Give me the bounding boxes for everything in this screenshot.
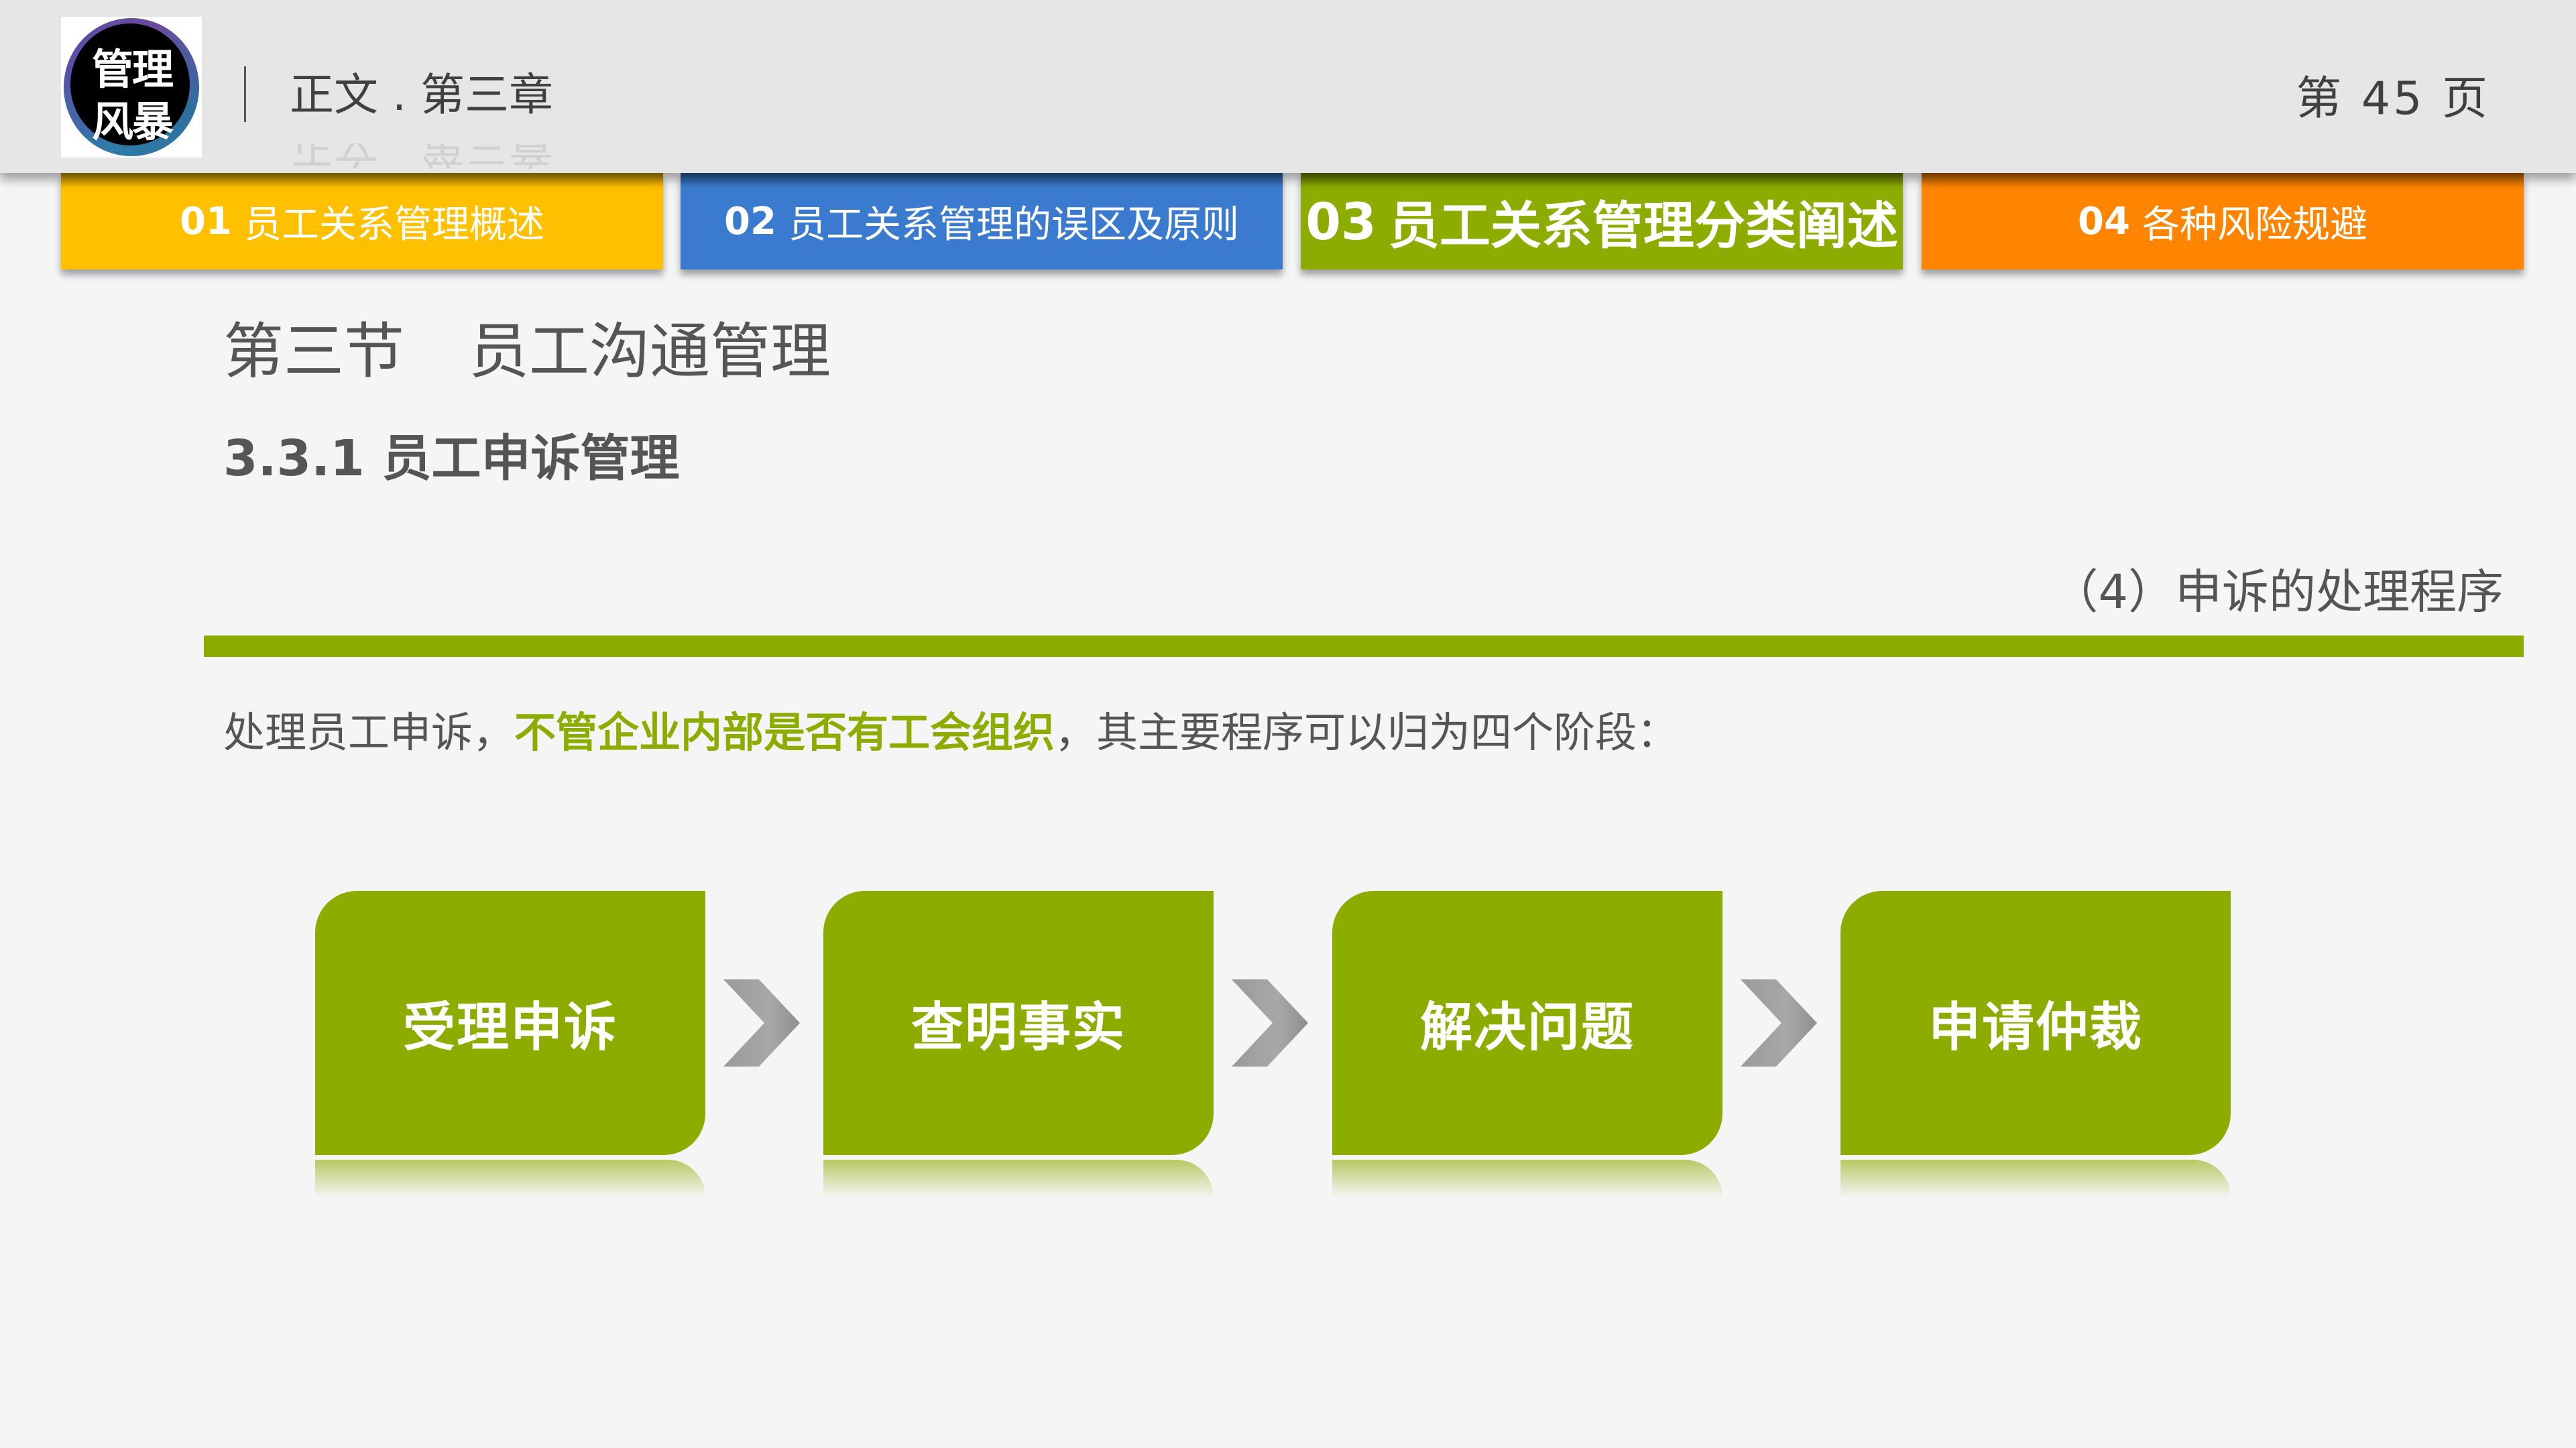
chevron-right-icon: [1741, 979, 1817, 1067]
process-step-2: 查明事实: [823, 891, 1214, 1155]
intro-highlight: 不管企业内部是否有工会组织: [514, 708, 1055, 757]
logo-line-1: 管理: [91, 45, 174, 94]
logo-text: 管理 风暴: [85, 44, 179, 148]
chevron-right-icon: [723, 979, 800, 1067]
process-step-4-reflection: [1840, 1160, 2231, 1197]
chevron-right-icon: [1232, 979, 1308, 1067]
section-title: 第三节员工沟通管理: [223, 315, 831, 389]
tab-03[interactable]: 03 员工关系管理分类阐述: [1301, 173, 1903, 269]
step-heading: （4）申诉的处理程序: [2051, 564, 2504, 619]
tab-01[interactable]: 01 员工关系管理概述: [61, 173, 663, 269]
tab-number: 01: [180, 199, 232, 243]
tab-02[interactable]: 02 员工关系管理的误区及原则: [681, 173, 1283, 269]
tab-label: 员工关系管理分类阐述: [1388, 196, 1898, 255]
chapter-title-reflection: 正文 . 第三章: [290, 143, 553, 172]
process-step-4: 申请仲裁: [1840, 891, 2231, 1155]
process-step-3-reflection: [1332, 1160, 1722, 1197]
accent-divider-bar: [204, 636, 2524, 657]
tab-number: 03: [1305, 191, 1377, 251]
section-name: 员工沟通管理: [469, 316, 831, 387]
intro-text: 处理员工申诉，: [223, 708, 515, 757]
slide-header: 管理 风暴 正文 . 第三章 正文 . 第三章 第 45 页: [0, 0, 2576, 173]
logo-line-2: 风暴: [91, 97, 174, 146]
tab-number: 02: [724, 199, 776, 243]
section-number: 第三节: [223, 316, 404, 387]
tab-04[interactable]: 04 各种风险规避: [1922, 173, 2524, 269]
chapter-tabs: 01 员工关系管理概述 02 员工关系管理的误区及原则 03 员工关系管理分类阐…: [61, 173, 2524, 269]
tab-number: 04: [2078, 199, 2130, 243]
page-number: 第 45 页: [2296, 72, 2490, 125]
header-divider: [244, 66, 246, 122]
process-step-3: 解决问题: [1332, 891, 1722, 1155]
intro-paragraph: 处理员工申诉，不管企业内部是否有工会组织，其主要程序可以归为四个阶段：: [223, 703, 1678, 763]
tab-label: 各种风险规避: [2142, 202, 2367, 247]
chapter-title: 正文 . 第三章: [290, 69, 553, 121]
process-step-1: 受理申诉: [315, 891, 705, 1155]
tab-label: 员工关系管理的误区及原则: [788, 202, 1239, 247]
process-step-2-reflection: [823, 1160, 1214, 1197]
intro-text: ，其主要程序可以归为四个阶段：: [1055, 708, 1679, 757]
logo: 管理 风暴: [61, 17, 202, 158]
logo-disc: [70, 23, 190, 145]
process-step-1-reflection: [315, 1160, 705, 1197]
tab-label: 员工关系管理概述: [243, 202, 544, 247]
subsection-title: 3.3.1 员工申诉管理: [223, 430, 680, 487]
